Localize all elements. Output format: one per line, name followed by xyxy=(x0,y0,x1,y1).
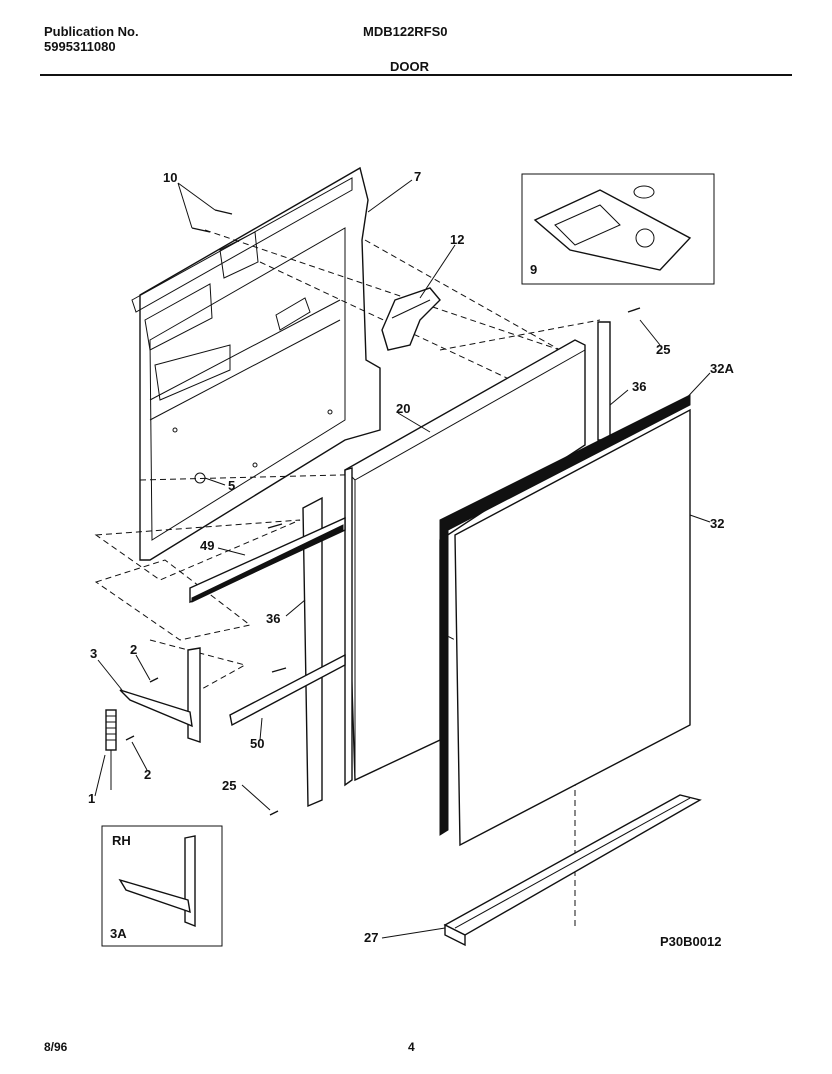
door-latch-12 xyxy=(381,287,441,351)
inset-dispenser xyxy=(521,173,715,285)
callout-20: 20 xyxy=(396,401,410,416)
trim-strip-36-right xyxy=(597,321,611,441)
callout-12: 12 xyxy=(450,232,464,247)
callout-7: 7 xyxy=(414,169,421,184)
header-rule xyxy=(40,74,792,76)
callout-25-top: 25 xyxy=(656,342,670,357)
inner-door-frame xyxy=(131,166,381,561)
callout-labels: 10 7 12 9 25 32A 36 20 5 32 49 36 3 2 2 … xyxy=(88,169,734,949)
strip-50 xyxy=(229,653,346,727)
callout-3A: 3A xyxy=(110,926,127,941)
section-title: DOOR xyxy=(390,59,429,74)
spring-1 xyxy=(105,709,117,790)
inset-rh-label: RH xyxy=(112,833,131,848)
callout-49: 49 xyxy=(200,538,214,553)
hinge-3 xyxy=(119,647,201,743)
callout-3: 3 xyxy=(90,646,97,661)
callout-2-top: 2 xyxy=(130,642,137,657)
callout-36-left: 36 xyxy=(266,611,280,626)
footer-page-number: 4 xyxy=(408,1040,415,1054)
inset-rh-hinge xyxy=(101,825,223,947)
model-number: MDB122RFS0 xyxy=(363,24,448,39)
diagram-code: P30B0012 xyxy=(660,934,721,949)
callout-1: 1 xyxy=(88,791,95,806)
callout-50: 50 xyxy=(250,736,264,751)
callout-25-bottom: 25 xyxy=(222,778,236,793)
publication-label: Publication No. xyxy=(44,24,139,39)
door-panel-32 xyxy=(439,394,691,847)
callout-5: 5 xyxy=(228,478,235,493)
strip-49 xyxy=(189,516,346,604)
callout-32: 32 xyxy=(710,516,724,531)
trim-strip-36-left xyxy=(302,467,353,808)
callout-2-bottom: 2 xyxy=(144,767,151,782)
callout-32A: 32A xyxy=(710,361,734,376)
screws xyxy=(125,307,641,816)
screw-10 xyxy=(191,209,233,233)
callout-36-right: 36 xyxy=(632,379,646,394)
callout-10: 10 xyxy=(163,170,177,185)
callout-9: 9 xyxy=(530,262,537,277)
footer-date: 8/96 xyxy=(44,1040,68,1054)
publication-number: 5995311080 xyxy=(44,39,116,54)
leader-lines xyxy=(94,179,711,939)
callout-27: 27 xyxy=(364,930,378,945)
kick-rail-27 xyxy=(443,794,702,947)
